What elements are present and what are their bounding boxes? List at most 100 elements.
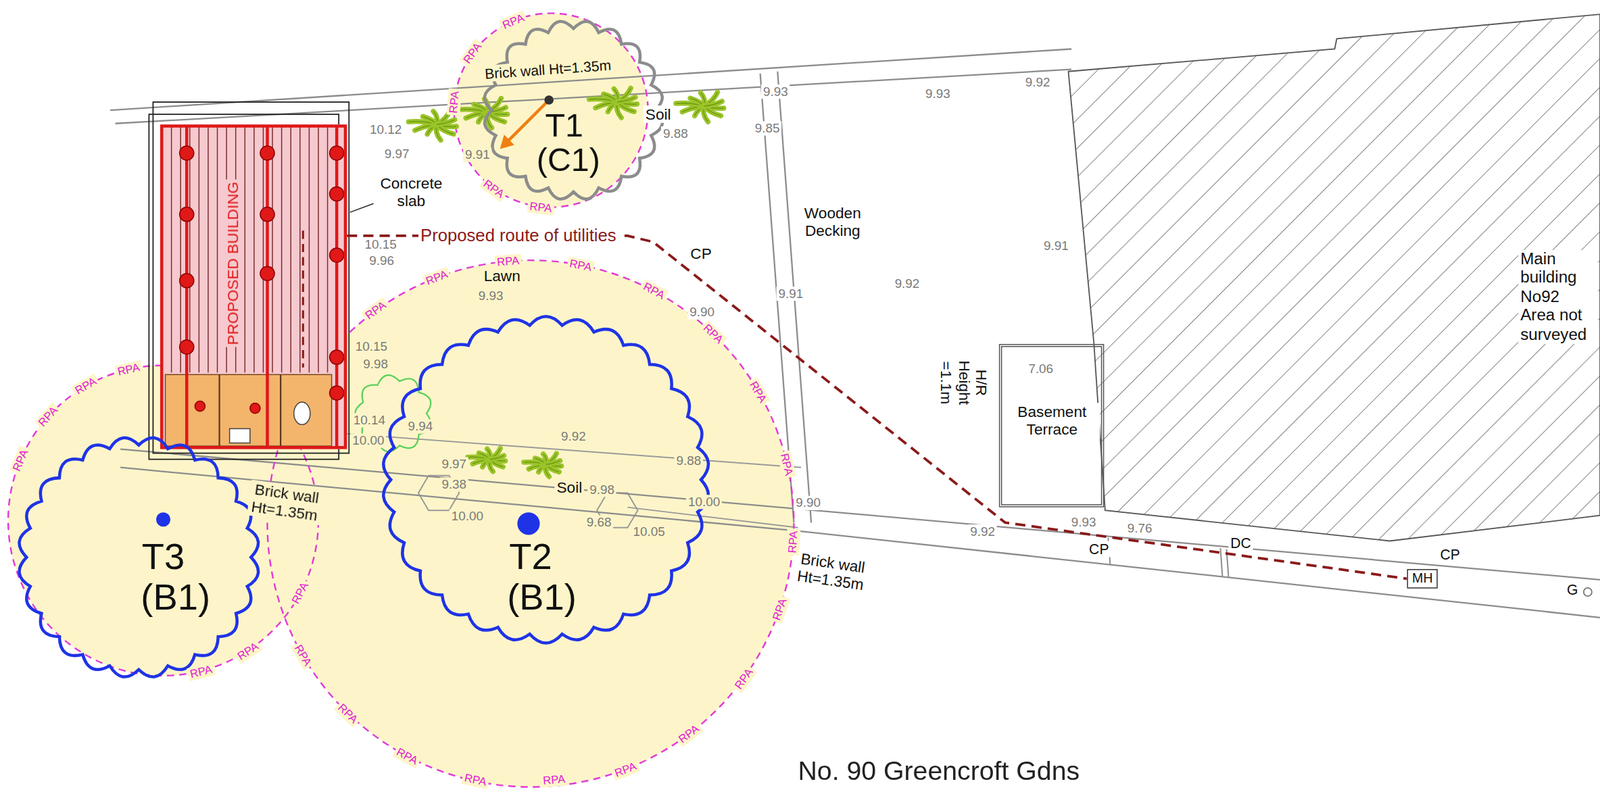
pile xyxy=(329,146,345,161)
proposed-building: PROPOSED BUILDING xyxy=(160,124,347,449)
tree-t1: T1(C1) xyxy=(483,20,664,201)
fern-leaf xyxy=(490,455,505,460)
pile xyxy=(179,207,195,222)
spot-level: 10.12 xyxy=(367,122,404,138)
spot-level: 9.90 xyxy=(793,496,823,512)
site-note: Concrete slab xyxy=(373,174,450,210)
building-floor xyxy=(160,124,347,449)
rpa-label: RPA xyxy=(494,253,522,269)
spot-level: 9.85 xyxy=(753,120,783,136)
spot-level: 9.91 xyxy=(776,286,806,302)
room-wall xyxy=(218,374,220,447)
spot-level: 9.93 xyxy=(476,288,506,304)
spot-level: 9.98 xyxy=(360,356,391,372)
node-text: T1 xyxy=(543,106,586,145)
spot-level: 9.90 xyxy=(687,304,717,320)
spot-level: 9.92 xyxy=(1023,75,1053,90)
fern-rib xyxy=(617,97,636,103)
spot-level: 9.92 xyxy=(892,276,923,292)
site-note: Brick wall Ht=1.35m xyxy=(792,548,871,595)
fern-rib xyxy=(546,461,561,466)
spot-level: 9.93 xyxy=(1069,515,1099,530)
spot-level: 9.91 xyxy=(1041,238,1071,254)
lean-arrowhead xyxy=(500,134,515,149)
pile xyxy=(329,350,345,365)
spot-level: 9.94 xyxy=(406,419,436,434)
spot-level: 7.06 xyxy=(1026,362,1056,378)
site-note: Wooden Decking xyxy=(794,204,871,240)
spot-level: 9.68 xyxy=(584,515,614,530)
boundary-wall xyxy=(115,69,1072,124)
floor-joists xyxy=(171,126,338,373)
site-note: Soil xyxy=(643,105,674,124)
spot-level: 10.14 xyxy=(351,413,388,428)
node-text: MH xyxy=(1412,571,1434,587)
spot-level: 9.92 xyxy=(559,429,589,445)
spot-level: 9.93 xyxy=(923,86,953,102)
rpa-label: RPA xyxy=(527,198,555,215)
route-label: Proposed route of utilities xyxy=(418,225,619,247)
node-text: (C1) xyxy=(534,141,603,180)
site-note: H/R Height =1.1m xyxy=(937,356,991,410)
spot-level: 9.92 xyxy=(967,524,998,540)
pile xyxy=(250,403,261,414)
pile xyxy=(260,146,275,161)
pile xyxy=(179,340,195,355)
spot-level: 9.88 xyxy=(661,126,691,142)
site-note: No. 90 Greencroft Gdns xyxy=(795,756,1082,787)
tree-t2: T2(B1) xyxy=(382,316,710,643)
site-note: DC xyxy=(1228,534,1254,551)
node-text: T2 xyxy=(506,535,554,578)
site-note: Lawn xyxy=(481,267,523,285)
tree-crown xyxy=(383,316,709,643)
node-text: T3 xyxy=(139,535,187,578)
pile xyxy=(329,186,345,201)
node-text: (B1) xyxy=(138,575,213,619)
rpa-label: RPA xyxy=(786,528,802,556)
spot-level: 10.00 xyxy=(449,508,486,524)
tree-t3: T3(B1) xyxy=(18,436,259,678)
site-note: Soil xyxy=(554,477,585,496)
spot-level: 9.97 xyxy=(439,456,469,472)
wc-room xyxy=(165,374,332,447)
pile xyxy=(329,385,345,401)
crown-outline-layer xyxy=(18,436,259,678)
spot-level: 10.00 xyxy=(686,494,722,510)
main-building: Main building No92 Area not surveyed xyxy=(1065,14,1600,541)
spot-level: 9.38 xyxy=(439,477,469,493)
pile xyxy=(179,273,195,288)
site-note: G xyxy=(1564,582,1580,599)
node-text: Main building No92 Area not surveyed xyxy=(1518,250,1598,345)
tree-crown xyxy=(484,21,663,200)
joist-lines xyxy=(171,126,338,373)
fern-leaf xyxy=(546,461,561,466)
site-note: CP xyxy=(1086,540,1111,557)
pile xyxy=(260,207,275,222)
tree-stem xyxy=(517,512,540,535)
rpa-label: RPA xyxy=(540,772,568,788)
steel-beam xyxy=(265,126,270,447)
rpa-fill xyxy=(454,13,649,208)
building-outline xyxy=(152,102,349,454)
pile-positions xyxy=(179,146,345,414)
pile xyxy=(194,401,205,412)
spot-level: 9.76 xyxy=(1125,521,1155,537)
spot-level: 9.93 xyxy=(761,84,791,100)
internal-utility-route xyxy=(302,230,305,368)
spot-level: 10.15 xyxy=(362,237,399,253)
basin-symbol xyxy=(229,428,251,443)
wall-pier xyxy=(1220,548,1223,577)
fern-leaf xyxy=(436,119,455,125)
spot-level: 9.91 xyxy=(463,148,493,163)
manhole-box: MH xyxy=(1407,569,1439,589)
tree-crown xyxy=(18,438,259,678)
fern-rib xyxy=(704,101,723,107)
gully-symbol xyxy=(1583,588,1592,597)
spot-level: 10.00 xyxy=(350,433,386,449)
spot-level: 10.05 xyxy=(630,524,667,540)
fern-leaf xyxy=(704,101,723,107)
boundary-wall xyxy=(110,48,1072,111)
lean-arrow xyxy=(506,100,549,142)
spot-level: 9.96 xyxy=(367,254,397,270)
